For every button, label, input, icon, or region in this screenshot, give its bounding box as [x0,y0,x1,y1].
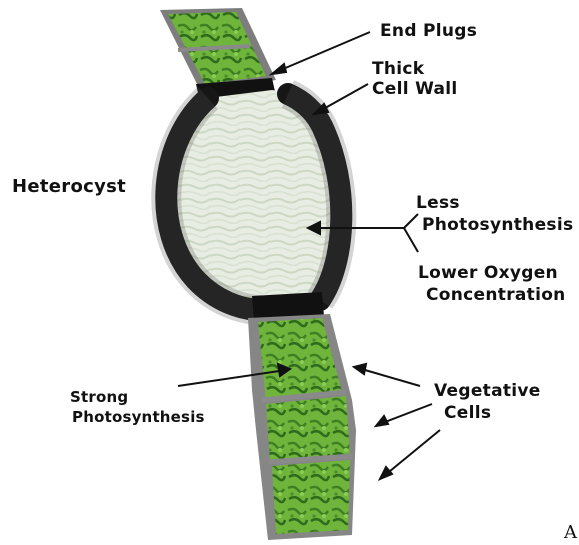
heterocyst-label: Heterocyst [12,176,126,198]
bracket-lower [404,228,418,252]
strong-label: Strong [70,386,128,408]
lower-oxygen-label: Lower Oxygen [418,262,558,284]
end-plugs-label: End Plugs [380,20,477,42]
cells-label: Cells [444,402,491,424]
photosynthesis-label: Photosynthesis [422,214,573,236]
bracket-upper [404,214,418,228]
vegetative-arrow-2 [380,404,432,424]
corner-mark: A [564,522,577,544]
concentration-label: Concentration [426,284,566,306]
strong-photosynthesis-label: Photosynthesis [72,406,205,428]
vegetative-label: Vegetative [434,380,541,402]
vegetative-arrow-1 [358,368,420,386]
top-vegetative-cell [160,8,276,90]
less-label: Less [416,192,460,214]
vegetative-arrow-3 [384,430,440,476]
cell-wall-label: Cell Wall [372,78,458,100]
lower-vegetative-cells [248,314,356,540]
heterocyst-cell [166,90,341,310]
thick-label: Thick [372,58,424,80]
end-plugs-arrow [276,32,370,72]
